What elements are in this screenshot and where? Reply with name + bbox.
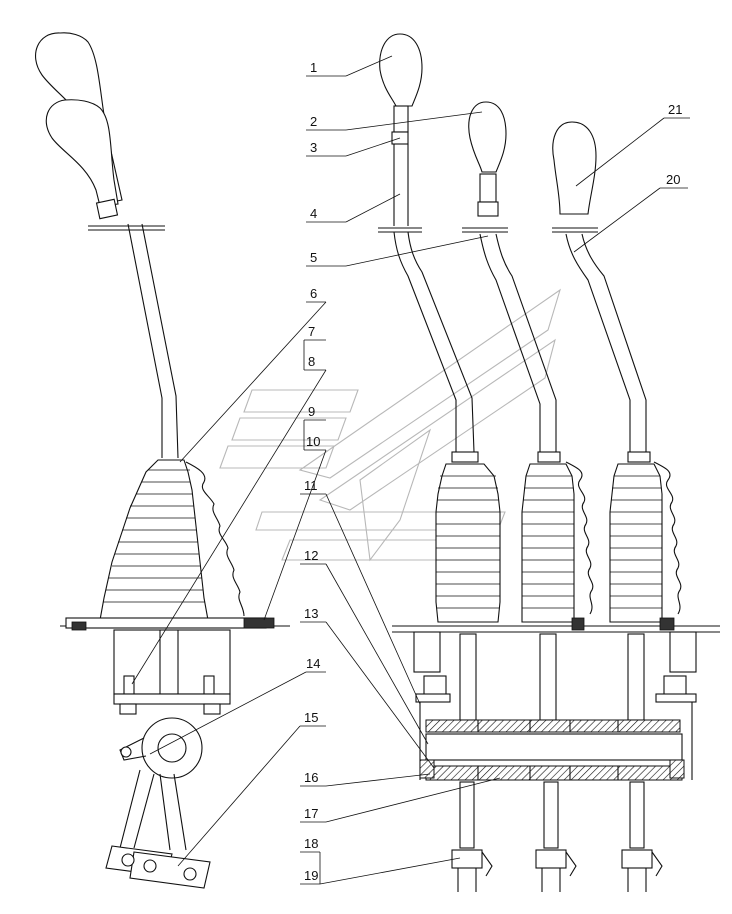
callout-11: 11 [304,478,318,493]
callout-15: 15 [304,710,318,725]
callout-5: 5 [310,250,317,265]
callout-8: 8 [308,354,315,369]
clevis-pins [451,849,663,892]
callout-14: 14 [306,656,320,671]
callout-19: 19 [304,868,318,883]
callout-20: 20 [666,172,680,187]
callout-10: 10 [306,434,320,449]
left-lever-assembly [35,32,290,889]
leader-lines [131,55,690,885]
callout-1: 1 [310,60,317,75]
callout-17: 17 [304,806,318,821]
bellows-c-ribs [610,475,662,609]
left-bellows-ribs [103,469,205,603]
callout-21: 21 [668,102,682,117]
bellows-b-ribs [522,475,574,609]
callout-labels: 1 2 3 4 5 6 7 8 9 10 11 12 13 14 15 16 1… [304,60,682,883]
bellows-a-ribs [436,475,500,609]
callout-16: 16 [304,770,318,785]
callout-12: 12 [304,548,318,563]
callout-4: 4 [310,206,317,221]
callout-6: 6 [310,286,317,301]
callout-9: 9 [308,404,315,419]
callout-7: 7 [308,324,315,339]
callout-3: 3 [310,140,317,155]
callout-13: 13 [304,606,318,621]
watermark-logo [219,288,561,562]
right-lever-assembly [378,33,720,892]
callout-2: 2 [310,114,317,129]
callout-18: 18 [304,836,318,851]
